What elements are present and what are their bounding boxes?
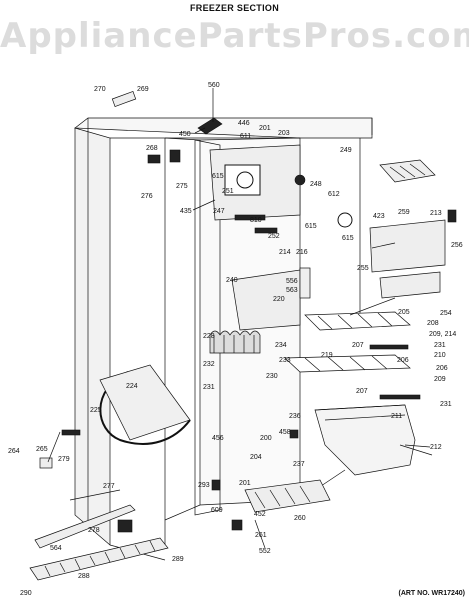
part-label: 237	[293, 461, 305, 468]
part-label: 564	[50, 545, 62, 552]
part-label: 810	[250, 217, 262, 224]
part-label: 275	[176, 183, 188, 190]
part-label: 234	[275, 342, 287, 349]
part-label: 236	[289, 413, 301, 420]
part-label: 207	[352, 342, 364, 349]
part-label: 209	[434, 376, 446, 383]
door-panel	[369, 219, 446, 299]
part-label: 435	[180, 208, 192, 215]
part-label: 456	[212, 435, 224, 442]
part-label: 214	[279, 249, 291, 256]
part-label: 560	[208, 82, 220, 89]
part-label: 277	[103, 483, 115, 490]
part-label: 212	[430, 444, 442, 451]
part-label: 255	[357, 265, 369, 272]
part-label: 289	[172, 556, 184, 563]
part-label: 446	[238, 120, 250, 127]
part-label: 260	[294, 515, 306, 522]
bottom-rail	[34, 504, 136, 549]
part-label: 252	[268, 233, 280, 240]
detached-parts	[39, 91, 457, 533]
part-label: 216	[296, 249, 308, 256]
part-label: 270	[94, 86, 106, 93]
part-label: 231	[434, 342, 446, 349]
part-label: 556	[286, 278, 298, 285]
part-label: 206	[436, 365, 448, 372]
part-label: 264	[8, 448, 20, 455]
part-label: 458	[279, 429, 291, 436]
part-label: 205	[398, 309, 410, 316]
part-label: 224	[126, 383, 138, 390]
part-label: 612	[328, 191, 340, 198]
wire-shelves	[284, 311, 421, 400]
heater-loop	[99, 364, 191, 445]
evaporator-duct	[231, 267, 311, 331]
part-label: 220	[273, 296, 285, 303]
part-label: 231	[203, 384, 215, 391]
part-label: 251	[222, 188, 234, 195]
part-label: 207	[356, 388, 368, 395]
part-label: 268	[146, 145, 158, 152]
part-label: 219	[321, 352, 333, 359]
condenser-coil	[209, 330, 261, 354]
part-label: 423	[373, 213, 385, 220]
part-label: 290	[20, 590, 32, 597]
part-label: 256	[451, 242, 463, 249]
part-label: 209, 214	[429, 331, 456, 338]
control-housing	[197, 117, 306, 234]
part-label: 247	[213, 208, 225, 215]
part-label: 278	[88, 527, 100, 534]
part-label: 225	[90, 407, 102, 414]
part-label: 259	[398, 209, 410, 216]
part-label: 210	[434, 352, 446, 359]
part-label: 269	[137, 86, 149, 93]
toe-grille	[29, 537, 169, 581]
part-label: 254	[440, 310, 452, 317]
part-label: 231	[440, 401, 452, 408]
part-label: 552	[259, 548, 271, 555]
part-label: 265	[36, 446, 48, 453]
page-title: FREEZER SECTION	[189, 3, 279, 13]
art-number: (ART NO. WR17240)	[398, 590, 465, 597]
part-label: 611	[240, 133, 251, 140]
part-label: 276	[141, 193, 153, 200]
part-label: 208	[427, 320, 439, 327]
part-label: 279	[58, 456, 70, 463]
part-label: 204	[250, 454, 262, 461]
freezer-basket	[314, 404, 433, 476]
drain-tray	[244, 479, 331, 513]
part-label: 293	[198, 482, 210, 489]
part-labels: 270 269 560 446 450 611 201 203 268 249 …	[8, 82, 463, 597]
part-label: 261	[255, 532, 267, 539]
part-label: 609	[211, 507, 223, 514]
part-label: 213	[430, 210, 442, 217]
part-label: 249	[340, 147, 352, 154]
part-label: 230	[266, 373, 278, 380]
part-label: 450	[179, 131, 191, 138]
part-label: 228	[203, 333, 215, 340]
part-label: 200	[260, 435, 272, 442]
part-label: 232	[203, 361, 215, 368]
part-label: 201	[239, 480, 251, 487]
part-label: 615	[305, 223, 317, 230]
part-label: 288	[78, 573, 90, 580]
part-label: 563	[286, 287, 298, 294]
part-label: 452	[254, 511, 266, 518]
part-label: 615	[342, 235, 354, 242]
leader-lines	[47, 88, 431, 549]
ice-tray	[379, 159, 436, 183]
part-label: 211	[391, 413, 402, 420]
part-label: 615	[212, 173, 224, 180]
part-label: 201	[259, 125, 271, 132]
part-label: 240	[226, 277, 238, 284]
part-label: 233	[279, 357, 291, 364]
part-label: 203	[278, 130, 290, 137]
part-label: 248	[310, 181, 322, 188]
part-label: 206	[397, 357, 409, 364]
